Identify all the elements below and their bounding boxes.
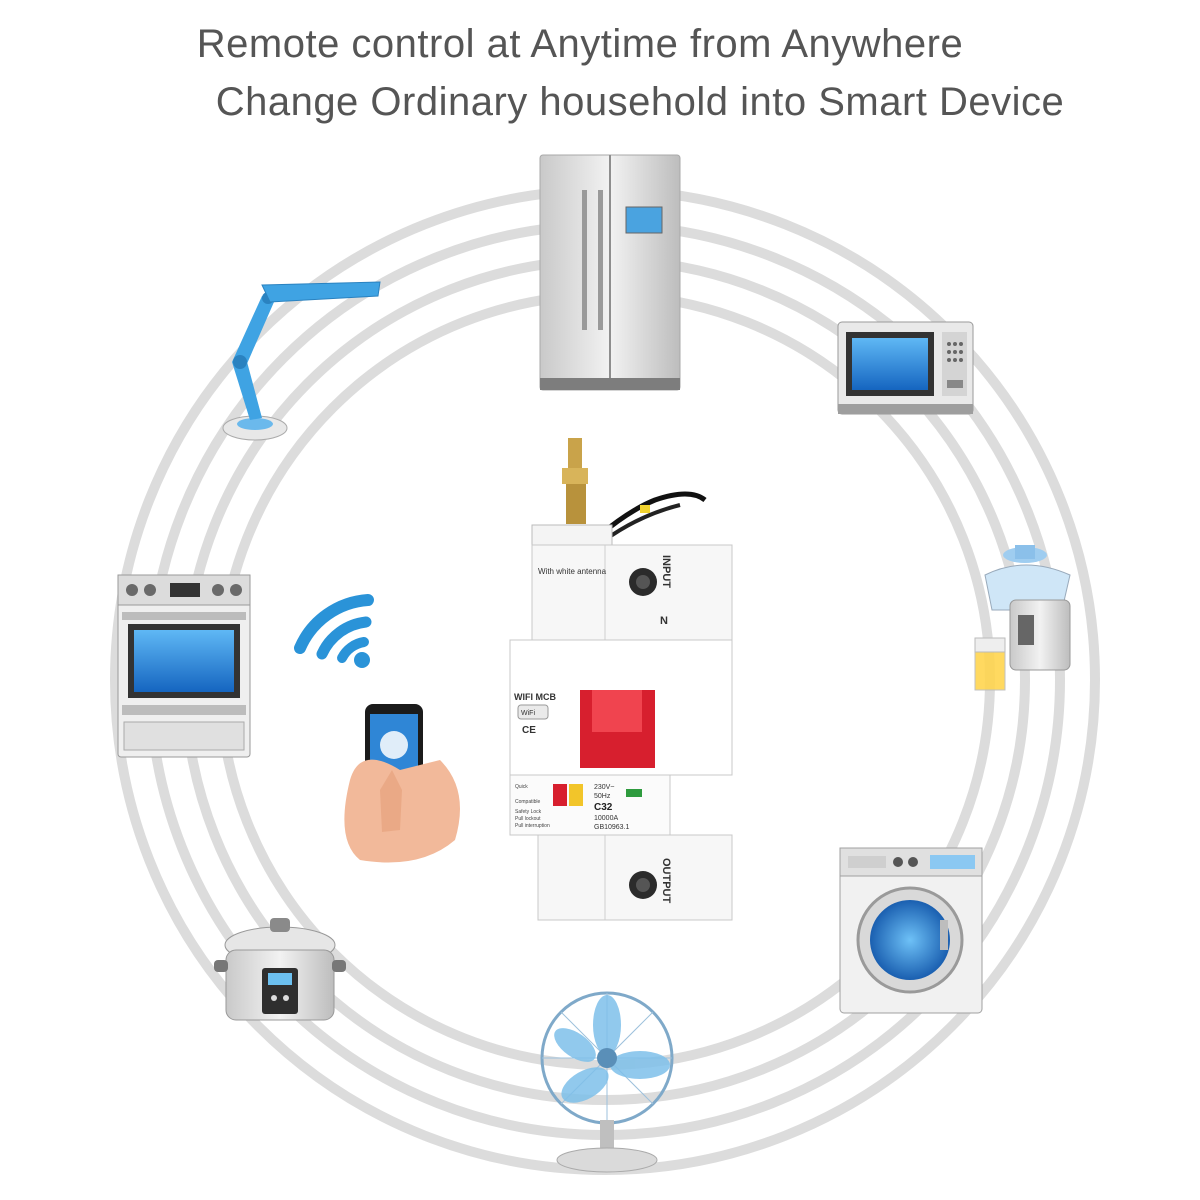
smartphone-hand-icon: [344, 704, 460, 863]
rice-cooker-icon: [214, 918, 346, 1021]
refrigerator-icon: [539, 154, 681, 391]
headline-line-2: Change Ordinary household into Smart Dev…: [215, 80, 1065, 124]
breaker-note-pull-lockout: Pull lockout: [515, 816, 541, 822]
breaker-note-pull-interruption: Pull interruption: [515, 823, 550, 829]
breaker-output-label: OUTPUT: [660, 858, 672, 904]
breaker-rating-frequency: 50Hz: [594, 793, 611, 800]
oven-icon: [117, 574, 251, 758]
breaker-rating-voltage: 230V~: [594, 784, 614, 791]
desk-lamp-icon: [222, 281, 381, 441]
headline-line-1: Remote control at Anytime from Anywhere: [196, 22, 964, 66]
microwave-icon: [837, 321, 974, 415]
breaker-note-quick: Quick: [515, 784, 528, 790]
wifi-icon: [294, 594, 374, 668]
fan-icon: [540, 991, 674, 1173]
breaker-wifi-badge: WiFi: [521, 710, 535, 717]
juicer-icon: [974, 545, 1071, 691]
breaker-note-compatible: Compatible: [515, 799, 541, 805]
breaker-rating-model: C32: [594, 802, 613, 813]
breaker-rating-standard: GB10963.1: [594, 824, 630, 831]
smart-breaker-icon: [509, 438, 733, 921]
breaker-brand-label: WIFI MCB: [514, 692, 556, 702]
breaker-ce-mark: CE: [522, 725, 536, 736]
breaker-top-label: With white antenna: [538, 567, 607, 576]
washing-machine-icon: [839, 847, 983, 1014]
breaker-rating-capacity: 10000A: [594, 815, 618, 822]
breaker-input-label: INPUT: [660, 555, 672, 588]
breaker-note-safety-lock: Safety Lock: [515, 809, 542, 815]
breaker-n-label: N: [660, 615, 668, 627]
